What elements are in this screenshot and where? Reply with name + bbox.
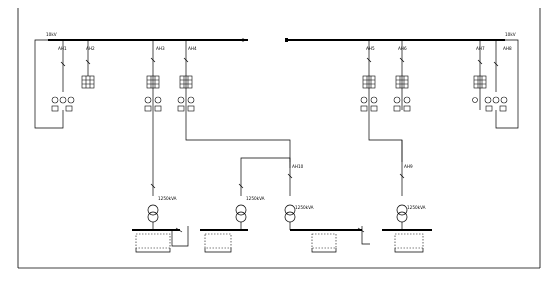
protection-devices (51, 96, 508, 112)
feeder-label-ah6: AH6 (398, 46, 407, 51)
left-incoming-loop (34, 39, 64, 129)
feeder-label-ah10: AH10 (292, 164, 304, 169)
feeder-label-ah7: AH7 (476, 46, 485, 51)
lv-sections (132, 222, 432, 253)
drawing-frame (17, 8, 541, 269)
bus-left-label: 10kV (46, 32, 57, 37)
feeder-label-ah9: AH9 (404, 164, 413, 169)
feeder-label-ah3: AH3 (156, 46, 165, 51)
feeder-label-ah1: AH1 (58, 46, 67, 51)
interconnections (152, 110, 403, 196)
bus-tie-left (241, 38, 245, 42)
transformer-4 (396, 204, 408, 223)
transformer-label-2: 1250kVA (246, 196, 265, 201)
breaker-symbols (60, 57, 499, 67)
feeder-label-ah8: AH8 (503, 46, 512, 51)
transformer-3 (284, 204, 296, 223)
transformer-1 (147, 204, 159, 223)
feeder-drops (62, 40, 497, 110)
feeder-label-ah2: AH2 (86, 46, 95, 51)
feeder-label-ah5: AH5 (366, 46, 375, 51)
transformer-2 (235, 204, 247, 223)
right-incoming-loop (495, 39, 519, 129)
transformer-label-3: 1250kVA (295, 205, 314, 210)
bus-right-label: 10kV (505, 32, 516, 37)
transformer-label-1: 1250kVA (158, 196, 177, 201)
bus-tie-right (285, 38, 288, 42)
ct-clusters (81, 75, 487, 89)
mid-breakers (150, 173, 405, 189)
feeder-label-ah4: AH4 (188, 46, 197, 51)
transformer-label-4: 1250kVA (407, 205, 426, 210)
